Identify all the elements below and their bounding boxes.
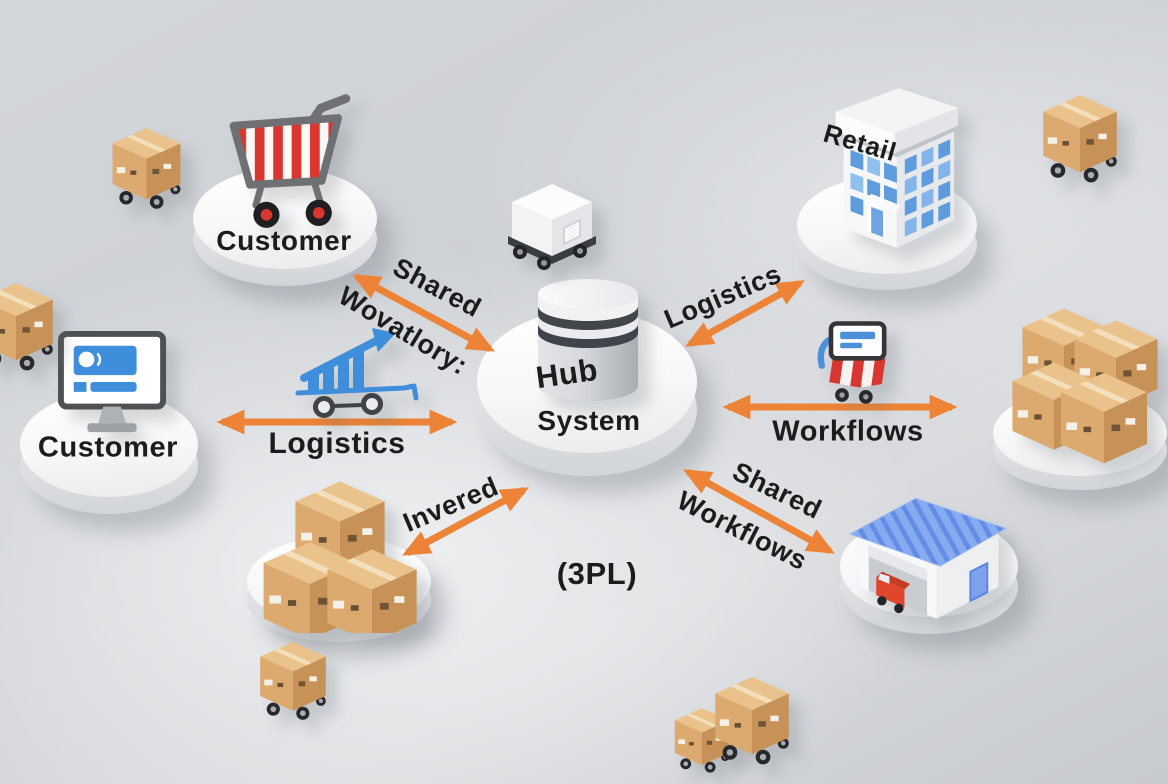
shopping-cart-icon — [218, 90, 373, 235]
edge-label-logistics-left: Logistics — [268, 427, 406, 460]
cardboard-box-stack-right — [1002, 296, 1168, 481]
box-on-wheels-icon — [706, 666, 798, 769]
arrow-hub-inventory-left — [402, 486, 529, 557]
label-customer-cart: Customer — [216, 225, 352, 256]
monitor-icon — [58, 330, 168, 438]
box-on-wheels-icon — [104, 118, 189, 213]
label-customer-workstation: Customer — [37, 431, 179, 464]
arrow-hub-garage — [683, 468, 835, 555]
label-3pl-caption: (3PL) — [556, 556, 638, 591]
box-on-wheels-icon — [1034, 84, 1126, 187]
storefront-cart-icon — [800, 318, 895, 406]
garage-with-truck-icon — [848, 486, 1008, 631]
hub-database-cylinder — [531, 264, 645, 416]
label-system: System — [537, 405, 641, 436]
cardboard-box-stack-left — [252, 468, 432, 633]
delivery-robot-icon — [492, 172, 612, 274]
box-on-wheels-icon — [252, 632, 334, 724]
edge-label-workflows-right: Workflows — [772, 415, 924, 448]
retail-building-icon — [808, 86, 966, 260]
arrow-hub-customer-cart — [352, 273, 495, 353]
arrow-hub-retail — [685, 279, 805, 348]
box-on-wheels-icon — [0, 272, 62, 375]
